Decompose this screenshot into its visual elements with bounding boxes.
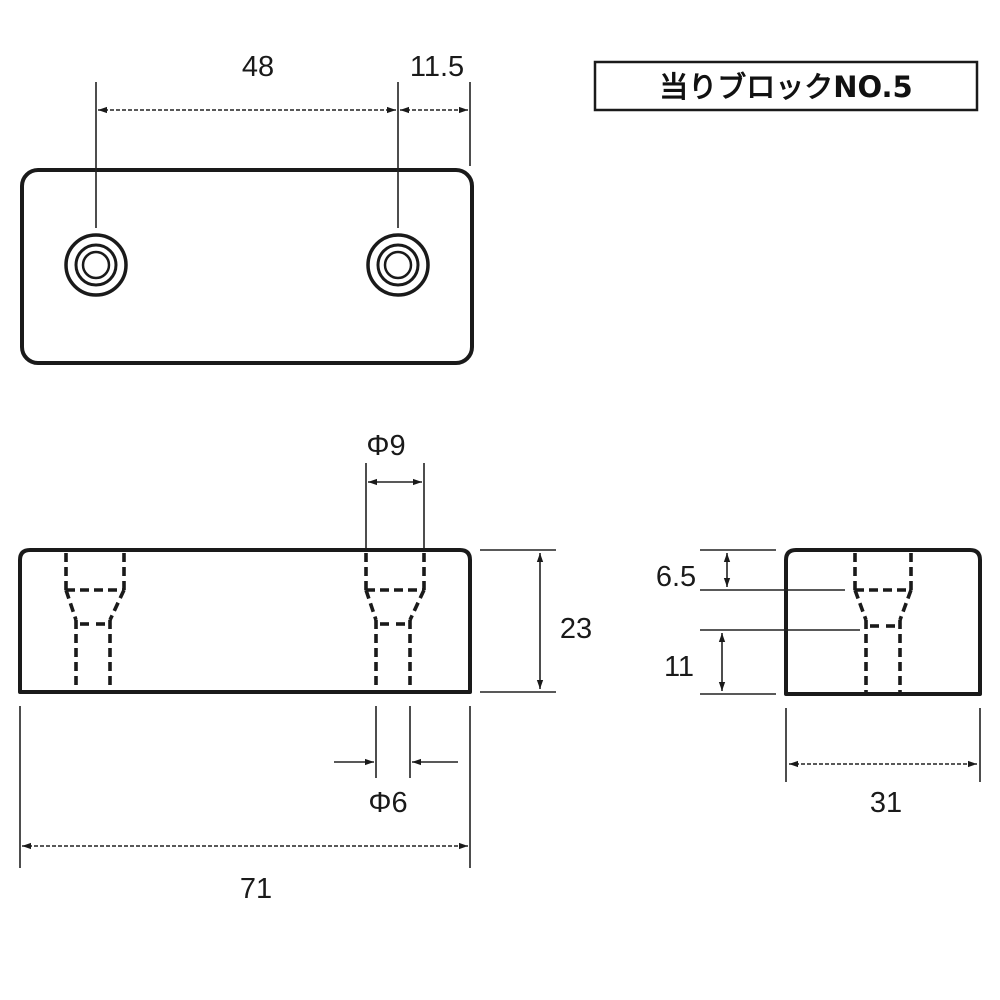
left-countersunk-hole <box>64 233 128 297</box>
dim-width: 31 <box>870 787 902 819</box>
dim-hole-depth: 11 <box>664 651 694 683</box>
side-view-outline <box>784 548 982 696</box>
left-hidden-hole <box>64 553 126 690</box>
dim-edge-offset: 11.5 <box>410 51 464 83</box>
right-hidden-hole <box>364 553 426 690</box>
right-countersunk-hole <box>366 233 430 297</box>
dim-height: 23 <box>560 613 592 645</box>
front-view-outline <box>18 548 472 694</box>
side-view: 6.5 11 31 <box>656 548 982 819</box>
top-view-outline <box>20 168 474 365</box>
title-block: 当りブロックNO.5 <box>593 60 979 112</box>
title-frame <box>593 60 979 112</box>
dim-length: 71 <box>240 873 272 905</box>
dim-counterbore-depth: 6.5 <box>656 561 696 593</box>
title-label: 当りブロックNO.5 <box>659 70 912 104</box>
top-view: 48 11.5 <box>20 51 474 365</box>
side-hidden-hole <box>853 553 913 692</box>
dim-hole-diameter: Φ6 <box>368 787 407 819</box>
dim-counterbore-diameter: Φ9 <box>366 430 405 462</box>
dim-hole-pitch: 48 <box>242 51 274 83</box>
front-view: Φ9 Φ6 23 71 <box>18 430 592 905</box>
